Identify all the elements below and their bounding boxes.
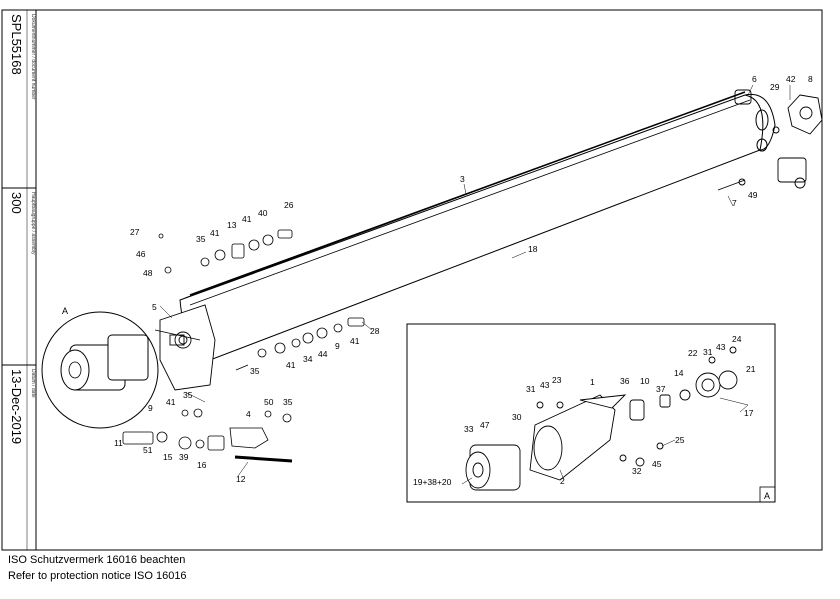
callout-24: 24 xyxy=(732,334,742,344)
callout-37: 37 xyxy=(656,384,666,394)
callout-4: 4 xyxy=(246,409,251,419)
protection-notice-en: Refer to protection notice ISO 16016 xyxy=(8,570,187,582)
callout-29: 29 xyxy=(770,82,780,92)
callout-17: 17 xyxy=(744,408,754,418)
rod-part-3 xyxy=(189,91,746,296)
callout-28: 28 xyxy=(370,326,380,336)
doc-number-label: Dokumentnummer / document number xyxy=(30,14,36,100)
callout-32: 32 xyxy=(632,466,642,476)
callout-33: 33 xyxy=(464,424,474,434)
callout-35: 35 xyxy=(183,390,193,400)
callout-25: 25 xyxy=(675,435,685,445)
callout-7: 7 xyxy=(732,198,737,208)
callout-21: 21 xyxy=(746,364,756,374)
callout-labels: 6 29 42 8 3 7 49 18 27 46 48 35 41 13 41… xyxy=(62,74,813,501)
drawing-border xyxy=(1,9,823,551)
callout-35: 35 xyxy=(196,234,206,244)
callout-15: 15 xyxy=(163,452,173,462)
callout-48: 48 xyxy=(143,268,153,278)
callout-41: 41 xyxy=(242,214,252,224)
detail-frame-label: A xyxy=(764,491,770,501)
callout-22: 22 xyxy=(688,348,698,358)
document-date: 13-Dec-2019 xyxy=(9,369,24,445)
callout-6: 6 xyxy=(752,74,757,84)
detail-view-tag-box xyxy=(759,486,776,503)
callout-2: 2 xyxy=(560,476,565,486)
callout-13: 13 xyxy=(227,220,237,230)
title-block-doc-number: SPL55168 Dokumentnummer / document numbe… xyxy=(2,12,36,182)
assembly-label: Hauptbaugruppe / assembly xyxy=(30,192,36,255)
callout-42: 42 xyxy=(786,74,796,84)
callout-10: 10 xyxy=(640,376,650,386)
callout-35: 35 xyxy=(250,366,260,376)
callout-34: 34 xyxy=(303,354,313,364)
doc-number: SPL55168 xyxy=(9,14,24,75)
callout-41: 41 xyxy=(286,360,296,370)
left-end-bracket xyxy=(159,304,216,391)
callout-3: 3 xyxy=(460,174,465,184)
callout-49: 49 xyxy=(748,190,758,200)
callout-51: 51 xyxy=(143,445,153,455)
callout-40: 40 xyxy=(258,208,268,218)
callout-41: 41 xyxy=(210,228,220,238)
callout-46: 46 xyxy=(136,249,146,259)
callout-47: 47 xyxy=(480,420,490,430)
hardware-stack-upper xyxy=(158,229,293,274)
detail-circle-label: A xyxy=(62,306,68,316)
detail-view-frame xyxy=(406,323,776,503)
callout-12: 12 xyxy=(236,474,246,484)
callout-23: 23 xyxy=(552,375,562,385)
callout-41: 41 xyxy=(350,336,360,346)
callout-50: 50 xyxy=(264,397,274,407)
callout-11: 11 xyxy=(114,438,123,448)
detail-circle-a xyxy=(41,311,201,429)
callout-45: 45 xyxy=(652,459,662,469)
detail-view-a-parts xyxy=(465,346,738,491)
callout-9: 9 xyxy=(148,403,153,413)
tube-assembly xyxy=(179,92,776,361)
title-block-assembly: 300 Hauptbaugruppe / assembly xyxy=(2,190,36,360)
callout-43: 43 xyxy=(716,342,726,352)
callout-44: 44 xyxy=(318,349,328,359)
leader-lines xyxy=(159,84,791,485)
callout-35: 35 xyxy=(283,397,293,407)
callout-27: 27 xyxy=(130,227,140,237)
callout-31: 31 xyxy=(703,347,713,357)
protection-notice-de: ISO Schutzvermerk 16016 beachten xyxy=(8,554,186,566)
callout-16: 16 xyxy=(197,460,207,470)
callout-26: 26 xyxy=(284,200,294,210)
callout-31: 31 xyxy=(526,384,536,394)
right-end-fittings xyxy=(717,89,823,191)
callout-18: 18 xyxy=(528,244,538,254)
callout-5: 5 xyxy=(152,302,157,312)
hardware-stack-middle xyxy=(235,317,365,371)
callout-39: 39 xyxy=(179,452,189,462)
callout-19-38-20: 19+38+20 xyxy=(413,477,452,487)
callout-14: 14 xyxy=(674,368,684,378)
callout-43: 43 xyxy=(540,380,550,390)
callout-1: 1 xyxy=(590,377,595,387)
callout-41: 41 xyxy=(166,397,176,407)
callout-9: 9 xyxy=(335,341,340,351)
assembly-number: 300 xyxy=(9,192,24,214)
callout-30: 30 xyxy=(512,412,522,422)
callout-36: 36 xyxy=(620,376,630,386)
callout-8: 8 xyxy=(808,74,813,84)
hardware-stack-lower xyxy=(122,408,293,463)
date-label: Datum / date xyxy=(30,369,36,398)
title-block-date: 13-Dec-2019 Datum / date xyxy=(2,367,36,537)
